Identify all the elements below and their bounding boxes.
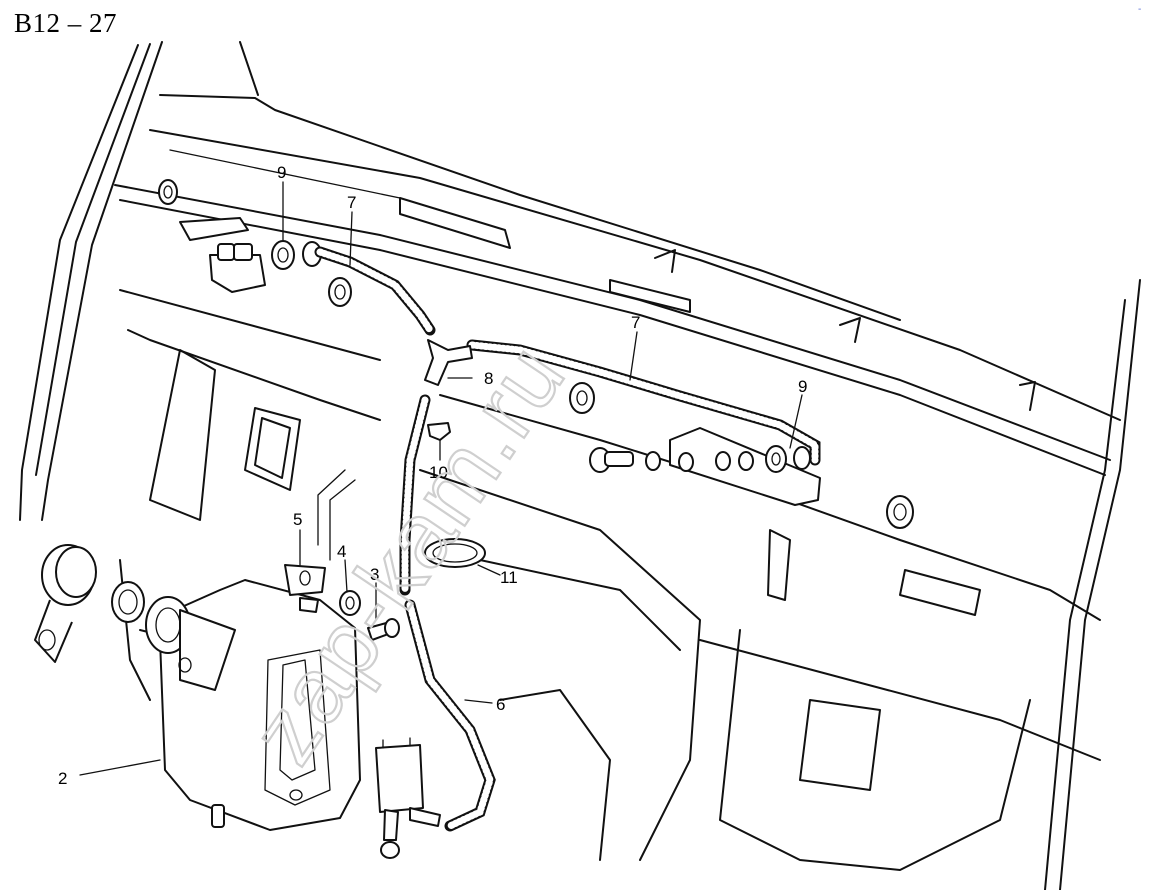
callout-3: 3: [370, 565, 379, 584]
callout-4: 4: [337, 542, 346, 561]
filler-cap-and-seal: [34, 544, 145, 663]
left-nozzle-assembly: [179, 217, 322, 293]
callout-11: 11: [500, 568, 518, 587]
callout-6: 6: [496, 695, 505, 714]
cab-body-outline: [19, 41, 1141, 890]
leader-lines: [79, 181, 803, 776]
callout-2: 2: [58, 769, 67, 788]
washer-reservoir: [145, 579, 361, 831]
figure-code: B12 – 27: [14, 8, 118, 38]
callout-10: 10: [429, 463, 448, 482]
callout-7a: 7: [347, 193, 356, 212]
callout-9b: 9: [798, 377, 807, 396]
callout-5: 5: [293, 510, 302, 529]
right-nozzle-assembly: [589, 427, 821, 506]
hoses: [314, 246, 821, 832]
callout-8: 8: [484, 369, 493, 388]
washer-pump: [375, 744, 424, 813]
callout-labels: 2 3 4 5 6 7 7 8 9 9 10 11: [58, 163, 807, 788]
callout-9a: 9: [277, 163, 286, 182]
corner-mark: -: [1138, 4, 1142, 15]
watermark: zap-kam.ru: [232, 326, 585, 781]
small-parts: [284, 422, 486, 859]
t-connector: [424, 339, 473, 386]
callout-7b: 7: [631, 313, 640, 332]
